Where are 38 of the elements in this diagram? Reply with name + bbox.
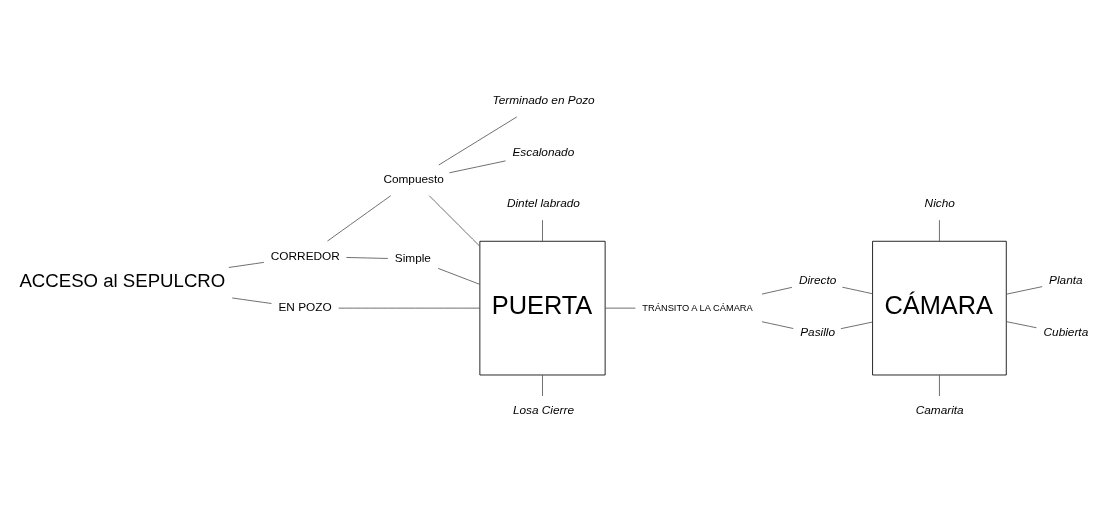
connector xyxy=(437,267,481,285)
connector xyxy=(231,297,272,304)
node-box: CÁMARA xyxy=(872,240,1007,376)
node-box: PUERTA xyxy=(479,240,606,376)
connector xyxy=(939,374,940,397)
node-text: Dintel labrado xyxy=(506,196,580,211)
connector xyxy=(542,219,543,242)
node-text: Cubierta xyxy=(1043,324,1089,339)
connector xyxy=(1006,321,1037,329)
node-text: Camarita xyxy=(915,402,964,417)
node-text: ACCESO al SEPULCRO xyxy=(19,270,226,292)
connector xyxy=(542,374,543,397)
connector xyxy=(840,321,873,330)
connector xyxy=(449,160,506,174)
connector xyxy=(939,219,940,242)
connector xyxy=(604,307,636,309)
connector xyxy=(428,195,481,247)
node-text: Directo xyxy=(798,273,837,288)
node-text: Terminado en Pozo xyxy=(492,92,595,107)
node-text: Planta xyxy=(1049,273,1083,288)
node-text: EN POZO xyxy=(278,300,332,315)
connector xyxy=(841,286,873,295)
connector xyxy=(438,116,518,166)
node-text: Escalonado xyxy=(512,144,575,159)
node-text: Compuesto xyxy=(383,172,444,187)
connector xyxy=(327,195,392,242)
node-text: Nicho xyxy=(924,196,955,211)
connector xyxy=(338,307,481,309)
connector xyxy=(228,261,265,268)
connector xyxy=(761,286,793,295)
node-text: Losa Cierre xyxy=(512,402,575,417)
node-text: Pasillo xyxy=(800,324,836,339)
connector xyxy=(345,257,389,259)
node-text: CORREDOR xyxy=(270,248,340,263)
connector xyxy=(1006,286,1043,295)
node-text: TRÁNSITO A LA CÁMARA xyxy=(642,302,753,313)
node-text: Simple xyxy=(394,251,431,266)
connector xyxy=(761,321,794,329)
